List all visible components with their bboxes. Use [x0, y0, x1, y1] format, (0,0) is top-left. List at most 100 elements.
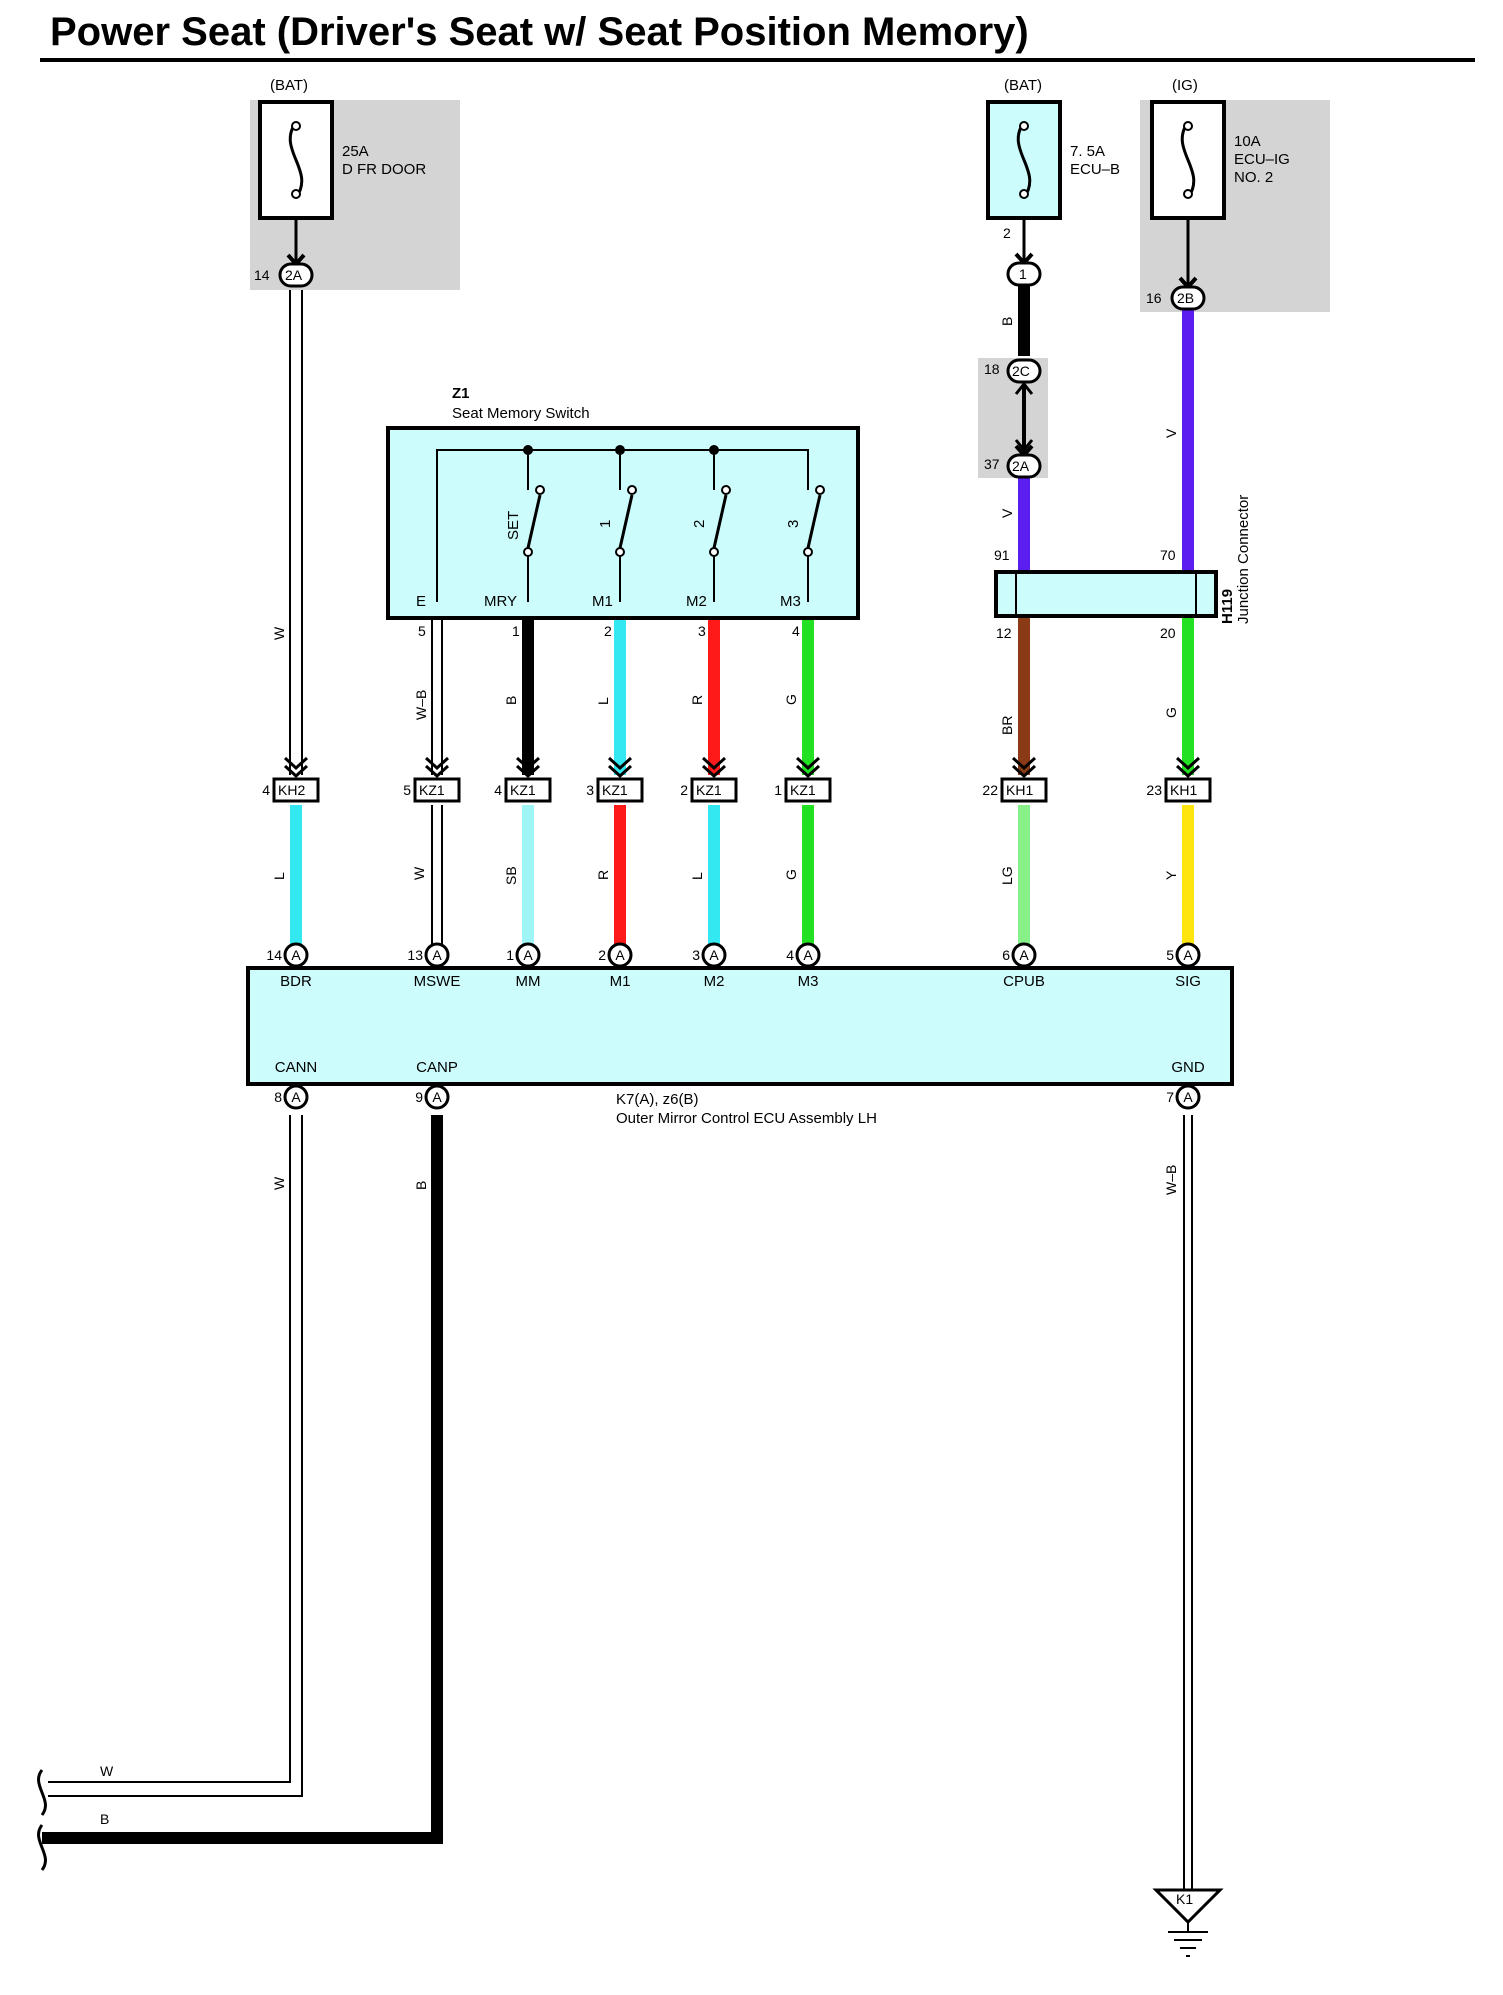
supply-label: (BAT) [270, 77, 308, 94]
wire-mswe-w [431, 805, 443, 945]
switch-label: 1 [597, 520, 614, 528]
terminal-pin: 2 [604, 623, 612, 639]
component-name: Junction Connector [1235, 495, 1252, 624]
terminal-conn: A [1183, 1089, 1193, 1105]
terminal-name: CANP [416, 1059, 458, 1076]
connector-pin: 5 [403, 782, 411, 798]
terminal-name: MRY [484, 593, 517, 610]
connector-pin: 12 [996, 625, 1012, 641]
terminal-pin: 6 [1002, 947, 1010, 963]
ecu-terminals: A14BDRA13MSWEA1MMA2M1A3M2A4M3A6CPUBA5SIG… [266, 942, 1205, 1110]
switch-2 [709, 485, 731, 602]
connector-kz1-pin-2: KZ1 2 [680, 756, 738, 803]
fuse-name-2: NO. 2 [1234, 169, 1273, 186]
wire-break-symbol [37, 1769, 47, 1871]
wire-label: R [595, 870, 611, 880]
terminal-pin: 8 [274, 1089, 282, 1105]
junction-connector-h119: 91 70 12 20 H119 Junction Connector [994, 495, 1252, 641]
wire-label: G [1163, 707, 1179, 718]
fuse-name: ECU–B [1070, 161, 1120, 178]
fuse-ecu-ig-2: (IG) 10A ECU–IG NO. 2 [1150, 77, 1290, 220]
junction-pin-18-2c: 2C 18 [984, 358, 1042, 384]
svg-text:2C: 2C [1012, 363, 1030, 379]
switch-label: 3 [785, 520, 802, 528]
connector-pin: 4 [494, 782, 502, 798]
supply-label: (BAT) [1004, 77, 1042, 94]
wire-label: W [271, 1176, 287, 1190]
terminal-pin: 9 [415, 1089, 423, 1105]
connector-pin: 4 [262, 782, 270, 798]
wire-label: LG [999, 866, 1015, 885]
terminal-conn: A [291, 947, 301, 963]
connector-pin: 2 [680, 782, 688, 798]
component-name: Seat Memory Switch [452, 405, 590, 422]
connector-pin: 23 [1146, 782, 1162, 798]
wire-label: B [413, 1181, 429, 1190]
fuse-d-fr-door: (BAT) 25A D FR DOOR [258, 77, 426, 220]
junction-pin-1: 1 [1006, 252, 1042, 287]
wire-label: W [411, 866, 427, 880]
seat-memory-switch: Z1 Seat Memory Switch [386, 385, 860, 639]
wire-label: W–B [1163, 1165, 1179, 1195]
switch-set [523, 485, 545, 602]
wire-label: L [595, 697, 611, 705]
terminal-pin: 2 [598, 947, 606, 963]
fuse-rating: 10A [1234, 133, 1261, 150]
wire-label: B [100, 1811, 109, 1827]
wire-label: BR [999, 716, 1015, 735]
terminal-conn: A [709, 947, 719, 963]
connector-pin: 20 [1160, 625, 1176, 641]
terminal-name: MM [516, 973, 541, 990]
terminal-conn: A [432, 1089, 442, 1105]
ground-label: K1 [1176, 1891, 1193, 1907]
fuse-rating: 25A [342, 143, 369, 160]
junction-pin-14-2a: 2A 14 [254, 253, 314, 288]
component-ref: H119 [1219, 589, 1236, 624]
terminal-name: E [416, 593, 426, 610]
ecu-terminal-canp: CANP A9 [415, 1059, 458, 1110]
wire-label: W [271, 626, 287, 640]
terminal-conn: A [523, 947, 533, 963]
terminal-conn: A [803, 947, 813, 963]
terminal-pin: 1 [512, 623, 520, 639]
connector-pin: 1 [774, 782, 782, 798]
terminal-pin: 1 [506, 947, 514, 963]
wire-label: R [689, 695, 705, 705]
wire-cann-w [48, 1115, 303, 1797]
terminal-pin: 5 [1166, 947, 1174, 963]
svg-text:2B: 2B [1177, 290, 1194, 306]
switch-3 [803, 485, 825, 602]
svg-text:16: 16 [1146, 290, 1162, 306]
terminal-name: MSWE [414, 973, 461, 990]
wire-label: B [999, 317, 1015, 326]
fuse-rating: 7. 5A [1070, 143, 1105, 160]
terminal-conn: A [615, 947, 625, 963]
terminal-pin: 3 [692, 947, 700, 963]
wire-label: Y [1163, 870, 1179, 880]
connector-pin: 22 [982, 782, 998, 798]
wire-label: L [271, 872, 287, 880]
connector-name: KZ1 [510, 782, 536, 798]
wire-canp-b [42, 1115, 443, 1844]
terminal-conn: A [432, 947, 442, 963]
terminal-pin: 4 [786, 947, 794, 963]
connector-name: KZ1 [602, 782, 628, 798]
connector-name: KH1 [1170, 782, 1197, 798]
connector-name: KZ1 [696, 782, 722, 798]
switch-label: 2 [691, 520, 708, 528]
junction-pin-16-2b: 2B 16 [1146, 276, 1206, 311]
wire-label: V [999, 508, 1015, 518]
wire-label: W [100, 1763, 114, 1779]
wire-label: W–B [413, 690, 429, 720]
